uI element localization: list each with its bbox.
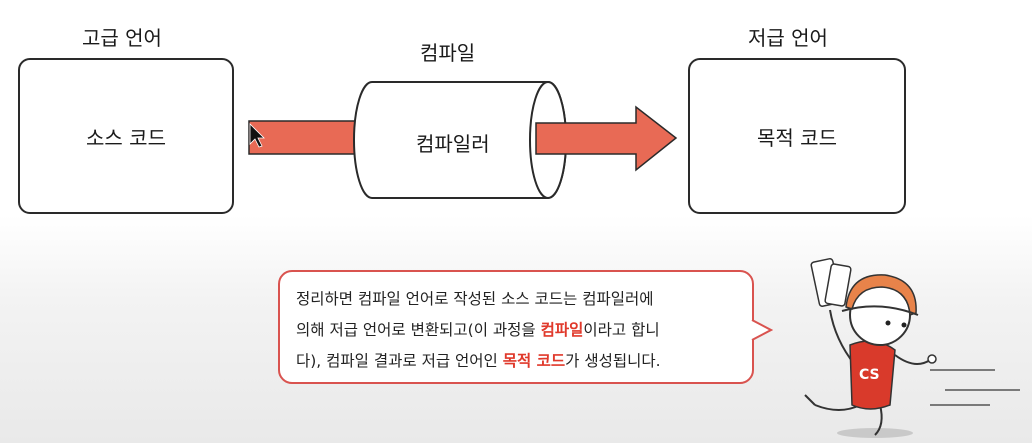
bubble-tail <box>751 318 773 342</box>
bubble-line-3-pre: 다), 컴파일 결과로 저급 언어인 <box>296 352 503 370</box>
mascot-shadow <box>837 428 913 438</box>
object-code-box: 목적 코드 <box>688 58 906 214</box>
compiler-text: 컴파일러 <box>416 128 490 157</box>
bubble-line-2: 의해 저급 언어로 변환되고(이 과정을 컴파일이라고 합니 <box>296 315 736 346</box>
highlight-compile: 컴파일 <box>541 321 584 339</box>
bubble-line-2-pre: 의해 저급 언어로 변환되고(이 과정을 <box>296 321 541 339</box>
explanation-bubble: 정리하면 컴파일 언어로 작성된 소스 코드는 컴파일러에 의해 저급 언어로 … <box>278 270 754 384</box>
arrow-shaft-left <box>249 121 358 154</box>
mascot-illustration: CS <box>780 245 1030 443</box>
bubble-line-1: 정리하면 컴파일 언어로 작성된 소스 코드는 컴파일러에 <box>296 284 736 315</box>
paper-scroll-icon <box>811 258 852 307</box>
source-code-box: 소스 코드 <box>18 58 234 214</box>
object-code-text: 목적 코드 <box>757 122 837 151</box>
source-code-text: 소스 코드 <box>86 122 166 151</box>
bubble-line-3-post: 가 생성됩니다. <box>565 352 660 370</box>
mascot-shirt-text: CS <box>859 367 880 383</box>
highlight-object-code: 목적 코드 <box>503 352 565 370</box>
bubble-line-3: 다), 컴파일 결과로 저급 언어인 목적 코드가 생성됩니다. <box>296 346 736 377</box>
bubble-line-2-post: 이라고 합니 <box>583 321 659 339</box>
